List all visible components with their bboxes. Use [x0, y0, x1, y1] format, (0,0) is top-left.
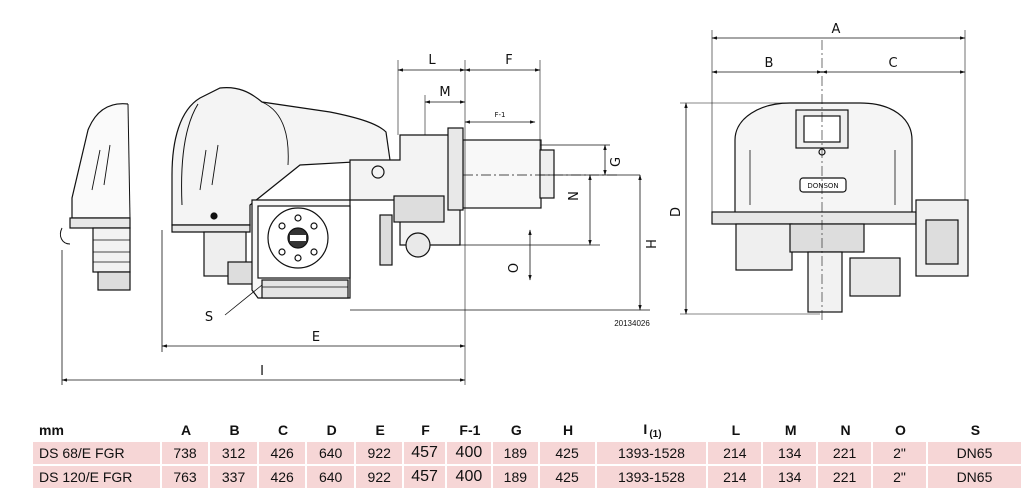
col-header-I-note: (1) [649, 428, 662, 440]
side-view-dimensions [61, 68, 650, 385]
side-view [171, 60, 620, 385]
model-name: DS 68/E FGR [33, 442, 162, 464]
col-header: G [510, 422, 522, 438]
table-row: DS 68/E FGR 738 312 426 640 922 457 400 … [33, 442, 1023, 464]
col-header: E [375, 422, 385, 438]
table-cell: 457 [404, 442, 447, 464]
table-cell: 2" [873, 442, 928, 464]
table-cell: 400 [446, 466, 494, 488]
col-header: L [731, 422, 741, 438]
col-header: D [326, 422, 337, 438]
dim-label-S: S [205, 310, 213, 325]
col-header: S [970, 422, 981, 438]
table-cell: 189 [493, 466, 540, 488]
col-header: N [840, 422, 851, 438]
burner-technical-drawing: A B C D L F M F-1 G N H O S E I 20134026… [59, 22, 969, 385]
front-view-dimensions [684, 36, 966, 315]
col-header: H [562, 422, 574, 438]
table-cell: 400 [446, 442, 494, 464]
col-header: F-1 [459, 422, 481, 438]
col-header: M [784, 422, 797, 438]
table-cell: 189 [493, 442, 540, 464]
table-cell: DN65 [927, 442, 1023, 464]
table-cell: 221 [818, 442, 874, 464]
dim-label-B: B [765, 56, 774, 71]
table-cell: 738 [161, 442, 211, 464]
dim-label-I: I [260, 364, 264, 379]
dim-label-F: F [505, 53, 512, 68]
table-cell: 221 [818, 466, 874, 488]
table-cell: 922 [355, 442, 405, 464]
dim-label-E: E [312, 330, 320, 345]
table-cell: 1393-1528 [596, 466, 709, 488]
table-cell: 640 [307, 442, 356, 464]
table-row: DS 120/E FGR 763 337 426 640 922 457 400… [33, 466, 1023, 488]
table-cell: 134 [763, 466, 819, 488]
table-cell: 337 [210, 466, 259, 488]
col-header: F [421, 422, 430, 438]
dim-label-C: C [888, 56, 897, 71]
col-header-I: I(1) [597, 420, 709, 440]
drawing-code: 20134026 [614, 319, 650, 328]
col-header: A [180, 422, 192, 438]
table-cell: 2" [873, 466, 928, 488]
dim-label-N: N [567, 191, 582, 201]
table-cell: 312 [210, 442, 259, 464]
col-header-I-letter: I [643, 420, 648, 437]
dimensions-table: mm A B C D E F F-1 G H I(1) L M N O S DS… [33, 418, 1023, 490]
col-header: C [278, 422, 289, 438]
col-header: O [895, 422, 906, 438]
unit-header: mm [39, 422, 64, 438]
dim-label-H: H [645, 239, 660, 249]
table-cell: 134 [763, 442, 819, 464]
dim-label-G: G [609, 157, 624, 167]
table-cell: 425 [539, 442, 597, 464]
table-cell: 457 [404, 466, 447, 488]
dim-label-D: D [669, 207, 684, 217]
col-header: B [229, 422, 240, 438]
dim-label-M: M [439, 85, 450, 100]
table-cell: 214 [708, 466, 764, 488]
table-cell: 426 [258, 466, 308, 488]
table-cell: 426 [258, 442, 308, 464]
rear-view-partial [59, 103, 131, 291]
table-header-row: mm A B C D E F F-1 G H I(1) L M N O S [33, 420, 1023, 440]
table-cell: 640 [307, 466, 356, 488]
dim-label-O: O [507, 263, 522, 273]
dim-label-L: L [428, 53, 436, 68]
dim-label-F1: F-1 [494, 111, 505, 119]
model-name: DS 120/E FGR [33, 466, 162, 488]
table-cell: 763 [161, 466, 211, 488]
table-cell: DN65 [927, 466, 1023, 488]
table-cell: 1393-1528 [596, 442, 709, 464]
front-view [680, 30, 969, 320]
table-cell: 922 [355, 466, 405, 488]
dim-label-A: A [832, 22, 841, 37]
table-cell: 214 [708, 442, 764, 464]
table-cell: 425 [539, 466, 597, 488]
logo-text: DONSON [807, 182, 838, 190]
